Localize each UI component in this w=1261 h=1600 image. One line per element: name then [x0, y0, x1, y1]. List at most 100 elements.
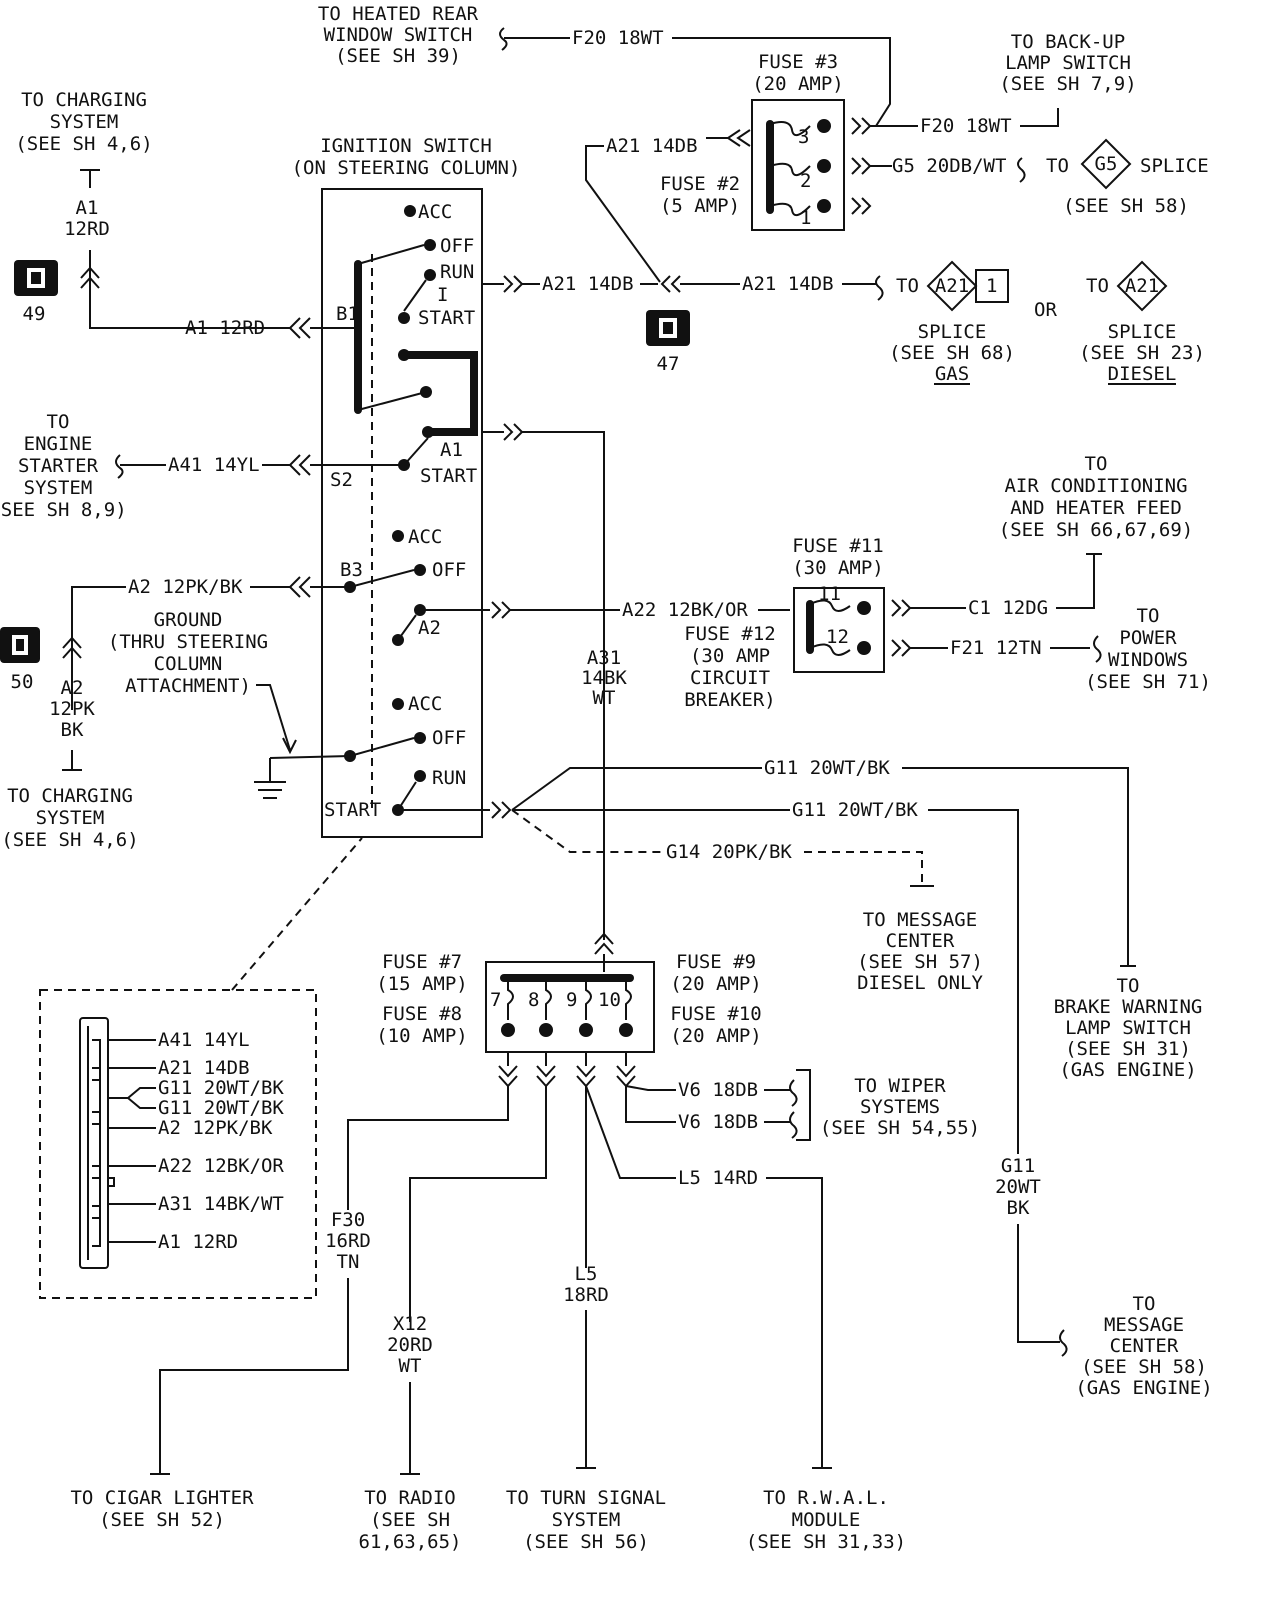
- or-label: OR: [1034, 299, 1057, 321]
- radio-label-2: (SEE SH: [370, 1509, 450, 1531]
- contact-off-3: OFF: [432, 727, 466, 749]
- wire-a41: A41 14YL: [168, 454, 260, 476]
- fuse-8-rating: (10 AMP): [376, 1025, 468, 1047]
- splice-g5-ref: (SEE SH 58): [1063, 195, 1189, 217]
- wire-f30-gauge: 16RD: [325, 1230, 371, 1252]
- connector-47-label: 47: [657, 353, 680, 375]
- backup-lamp-label-1: TO BACK-UP: [1011, 31, 1125, 53]
- ground-label-2: (THRU STEERING: [108, 631, 268, 653]
- message-center-diesel-label-2: CENTER: [886, 930, 955, 952]
- heated-window-label-2: WINDOW SWITCH: [324, 24, 473, 46]
- splice-a21-diesel-diamond-icon: [1116, 260, 1168, 312]
- ground-label-4: ATTACHMENT): [125, 675, 251, 697]
- brake-warning-label-1: TO: [1117, 975, 1140, 997]
- fuse-12-label: FUSE #12: [684, 623, 776, 645]
- rwal-label-1: TO R.W.A.L.: [763, 1487, 889, 1509]
- heated-window-label-3: (SEE SH 39): [335, 45, 461, 67]
- radio-label-1: TO RADIO: [364, 1487, 456, 1509]
- splice-a21-gas-diamond-icon: [926, 260, 1009, 312]
- contact-acc-1: ACC: [418, 201, 452, 223]
- ignition-switch-location: (ON STEERING COLUMN): [292, 157, 521, 179]
- contact-i-1: I: [437, 284, 448, 306]
- splice-diesel-label-3: DIESEL: [1108, 363, 1177, 385]
- fuse-position-9: 9: [566, 989, 577, 1011]
- wire-a1-horizontal: A1 12RD: [185, 317, 265, 339]
- brake-warning-label-2: BRAKE WARNING: [1054, 996, 1203, 1018]
- charging-system-label-bottom-1: TO CHARGING: [7, 785, 133, 807]
- wire-l5-horizontal: L5 14RD: [678, 1167, 758, 1189]
- turn-signal-label-1: TO TURN SIGNAL: [506, 1487, 666, 1509]
- wire-f20-right: F20 18WT: [920, 115, 1012, 137]
- inset-pin-g11-a: G11 20WT/BK: [158, 1077, 284, 1099]
- rwal-label-3: (SEE SH 31,33): [746, 1531, 906, 1553]
- splice-a21-diesel-code: A21: [1125, 275, 1159, 297]
- starter-label-1: TO: [47, 411, 70, 433]
- turn-signal-label-2: SYSTEM: [552, 1509, 621, 1531]
- fuse-10-rating: (20 AMP): [670, 1025, 762, 1047]
- wire-l5-vertical-gauge: 18RD: [563, 1284, 609, 1306]
- wire-g11-lower: G11 20WT/BK: [792, 799, 918, 821]
- charging-system-label-top: TO CHARGING: [21, 89, 147, 111]
- ac-heater-label-4: (SEE SH 66,67,69): [999, 519, 1193, 541]
- g5-to-label: TO: [1046, 155, 1069, 177]
- message-center-gas-label-1: TO: [1133, 1293, 1156, 1315]
- charging-system-label-top-3: (SEE SH 4,6): [15, 133, 152, 155]
- splice-g5-code: G5: [1095, 153, 1118, 175]
- message-center-diesel-label-4: DIESEL ONLY: [857, 972, 983, 994]
- wire-f21: F21 12TN: [950, 637, 1042, 659]
- fuse-position-8: 8: [528, 989, 539, 1011]
- fuse-7-rating: (15 AMP): [376, 973, 468, 995]
- inset-pin-a22: A22 12BK/OR: [158, 1155, 284, 1177]
- starter-label-2: ENGINE: [24, 433, 93, 455]
- contact-acc-2: ACC: [408, 526, 442, 548]
- wire-g11-vertical-color: BK: [1007, 1197, 1030, 1219]
- fuse-position-10: 10: [598, 989, 621, 1011]
- fuse-9-label: FUSE #9: [676, 951, 756, 973]
- fuse-10-label: FUSE #10: [670, 1003, 762, 1025]
- wire-f30-code: F30: [331, 1209, 365, 1231]
- fuse-2-rating: (5 AMP): [660, 195, 740, 217]
- splice-gas-label-2: (SEE SH 68): [889, 342, 1015, 364]
- wire-a31-color: WT: [593, 687, 616, 709]
- backup-lamp-label-2: LAMP SWITCH: [1005, 52, 1131, 74]
- fuse-9-rating: (20 AMP): [670, 973, 762, 995]
- inset-pin-a31: A31 14BK/WT: [158, 1193, 284, 1215]
- wire-a31-gauge: 14BK: [581, 667, 627, 689]
- ground-symbol-icon: [254, 758, 286, 799]
- fuse-12-type-1: CIRCUIT: [690, 667, 770, 689]
- wire-a1-vertical-code: A1: [76, 197, 99, 219]
- fuse-position-7: 7: [490, 989, 501, 1011]
- ac-heater-label-2: AIR CONDITIONING: [1004, 475, 1187, 497]
- wire-a31-code: A31: [587, 647, 621, 669]
- power-windows-label-3: WINDOWS: [1108, 649, 1188, 671]
- heated-window-label-1: TO HEATED REAR: [318, 3, 479, 25]
- wire-a21-right: A21 14DB: [742, 273, 834, 295]
- connector-50-icon: [0, 627, 40, 663]
- contact-a2: A2: [418, 617, 441, 639]
- contact-acc-3: ACC: [408, 693, 442, 715]
- inset-pin-a2: A2 12PK/BK: [158, 1117, 273, 1139]
- message-center-diesel-label-1: TO MESSAGE: [863, 909, 977, 931]
- brake-warning-label-3: LAMP SWITCH: [1065, 1017, 1191, 1039]
- connector-50-label: 50: [11, 671, 34, 693]
- message-center-diesel-label-3: (SEE SH 57): [857, 951, 983, 973]
- wire-x12-color: WT: [399, 1355, 422, 1377]
- fuse-3-label: FUSE #3: [758, 51, 838, 73]
- wire-a2-vertical-gauge: 12PK: [49, 698, 95, 720]
- cigar-lighter-label-2: (SEE SH 52): [99, 1509, 225, 1531]
- contact-run-1: RUN: [440, 261, 474, 283]
- wire-a1-vertical-gauge: 12RD: [64, 218, 110, 240]
- fuse-7-label: FUSE #7: [382, 951, 462, 973]
- wire-l5-vertical-code: L5: [575, 1263, 598, 1285]
- splice-diesel-label-2: (SEE SH 23): [1079, 342, 1205, 364]
- ground-label-3: COLUMN: [154, 653, 223, 675]
- message-center-gas-label-5: (GAS ENGINE): [1075, 1377, 1212, 1399]
- wire-v6-lower: V6 18DB: [678, 1111, 758, 1133]
- wire-g14: G14 20PK/BK: [666, 841, 792, 863]
- fuse-12-rating: (30 AMP: [690, 645, 770, 667]
- ground-label-1: GROUND: [154, 609, 223, 631]
- wire-a22: A22 12BK/OR: [622, 599, 748, 621]
- backup-lamp-label-3: (SEE SH 7,9): [999, 73, 1136, 95]
- fuse-11-label: FUSE #11: [792, 535, 884, 557]
